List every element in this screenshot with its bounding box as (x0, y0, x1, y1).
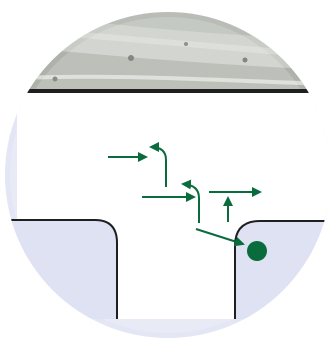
location-dot-icon (247, 241, 267, 261)
schematic-top-band (17, 89, 328, 93)
road-left (0, 220, 117, 319)
road-right (235, 221, 328, 319)
